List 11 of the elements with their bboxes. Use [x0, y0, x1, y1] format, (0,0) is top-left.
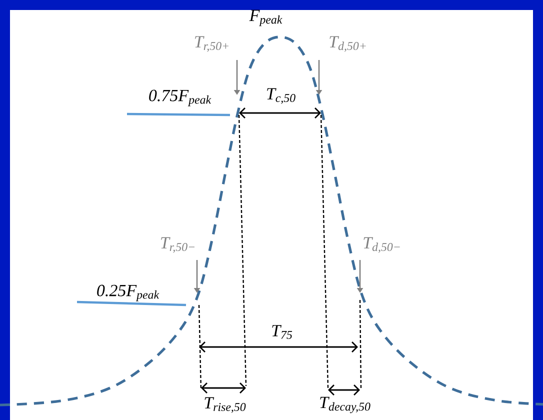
formula-label: T$_{75}$: [272, 325, 292, 339]
formula-label: T$_{rise,50}$: [204, 397, 246, 413]
formula-label: 0.75F$_{peak}$: [149, 90, 212, 106]
formula-label: T$_{decay,50}$: [320, 396, 370, 414]
formula-label: T$_{d,50−}$: [364, 237, 400, 253]
formula-label: T$_{r,50−}$: [161, 237, 194, 253]
formula-label: 0.25F$_{peak}$: [97, 284, 160, 302]
formula-label: T$_{c,50}$: [267, 88, 296, 104]
formula-label: F$_{peak}$: [249, 10, 282, 26]
formula-label: T$_{d,50+}$: [330, 36, 366, 52]
formula-label: T$_{r,50+}$: [195, 36, 228, 52]
